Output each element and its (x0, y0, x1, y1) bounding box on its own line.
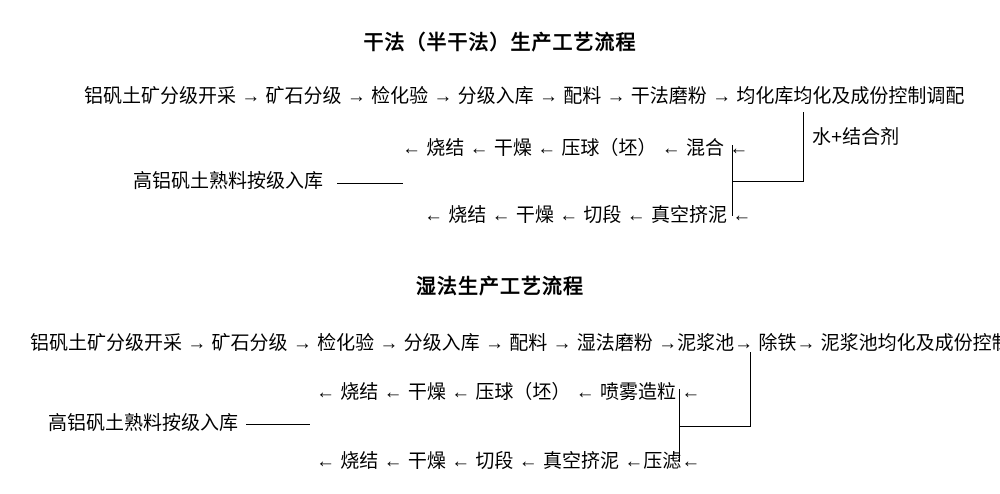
wet-storage-label: 高铝矾土熟料按级入库 (48, 413, 239, 434)
dry-process-title: 干法（半干法）生产工艺流程 (363, 32, 637, 54)
wet-storage-connector-line (246, 424, 310, 425)
wet-drop-connector-line (750, 352, 751, 426)
dry-main-flow-line: 铝矾土矿分级开采 → 矿石分级 → 检化验 → 分级入库 → 配料 → 干法磨粉… (84, 86, 965, 107)
wet-main-flow-line: 铝矾土矿分级开采 → 矿石分级 → 检化验 → 分级入库 → 配料 → 湿法磨粉… (30, 333, 1000, 354)
dry-additive-label: 水+结合剂 (812, 127, 900, 148)
dry-drop-connector-line (803, 112, 804, 182)
dry-horizontal-connector-line (732, 181, 804, 182)
wet-press-return-line: ← 烧结 ← 干燥 ← 压球（坯） ← 喷雾造粒 ← (316, 382, 701, 403)
dry-storage-label: 高铝矾土熟料按级入库 (133, 171, 324, 192)
wet-horizontal-connector-line (679, 426, 751, 427)
dry-branch-connector-line (732, 145, 733, 216)
dry-storage-connector-line (337, 183, 403, 184)
wet-process-title: 湿法生产工艺流程 (416, 276, 584, 298)
dry-extrude-return-line: ← 烧结 ← 干燥 ← 切段 ← 真空挤泥 ← (424, 205, 752, 226)
wet-extrude-return-line: ← 烧结 ← 干燥 ← 切段 ← 真空挤泥 ←压滤← (316, 451, 701, 472)
dry-press-return-line: ← 烧结 ← 干燥 ← 压球（坯） ← 混合 ← (402, 138, 749, 159)
wet-branch-connector-line (679, 389, 680, 462)
